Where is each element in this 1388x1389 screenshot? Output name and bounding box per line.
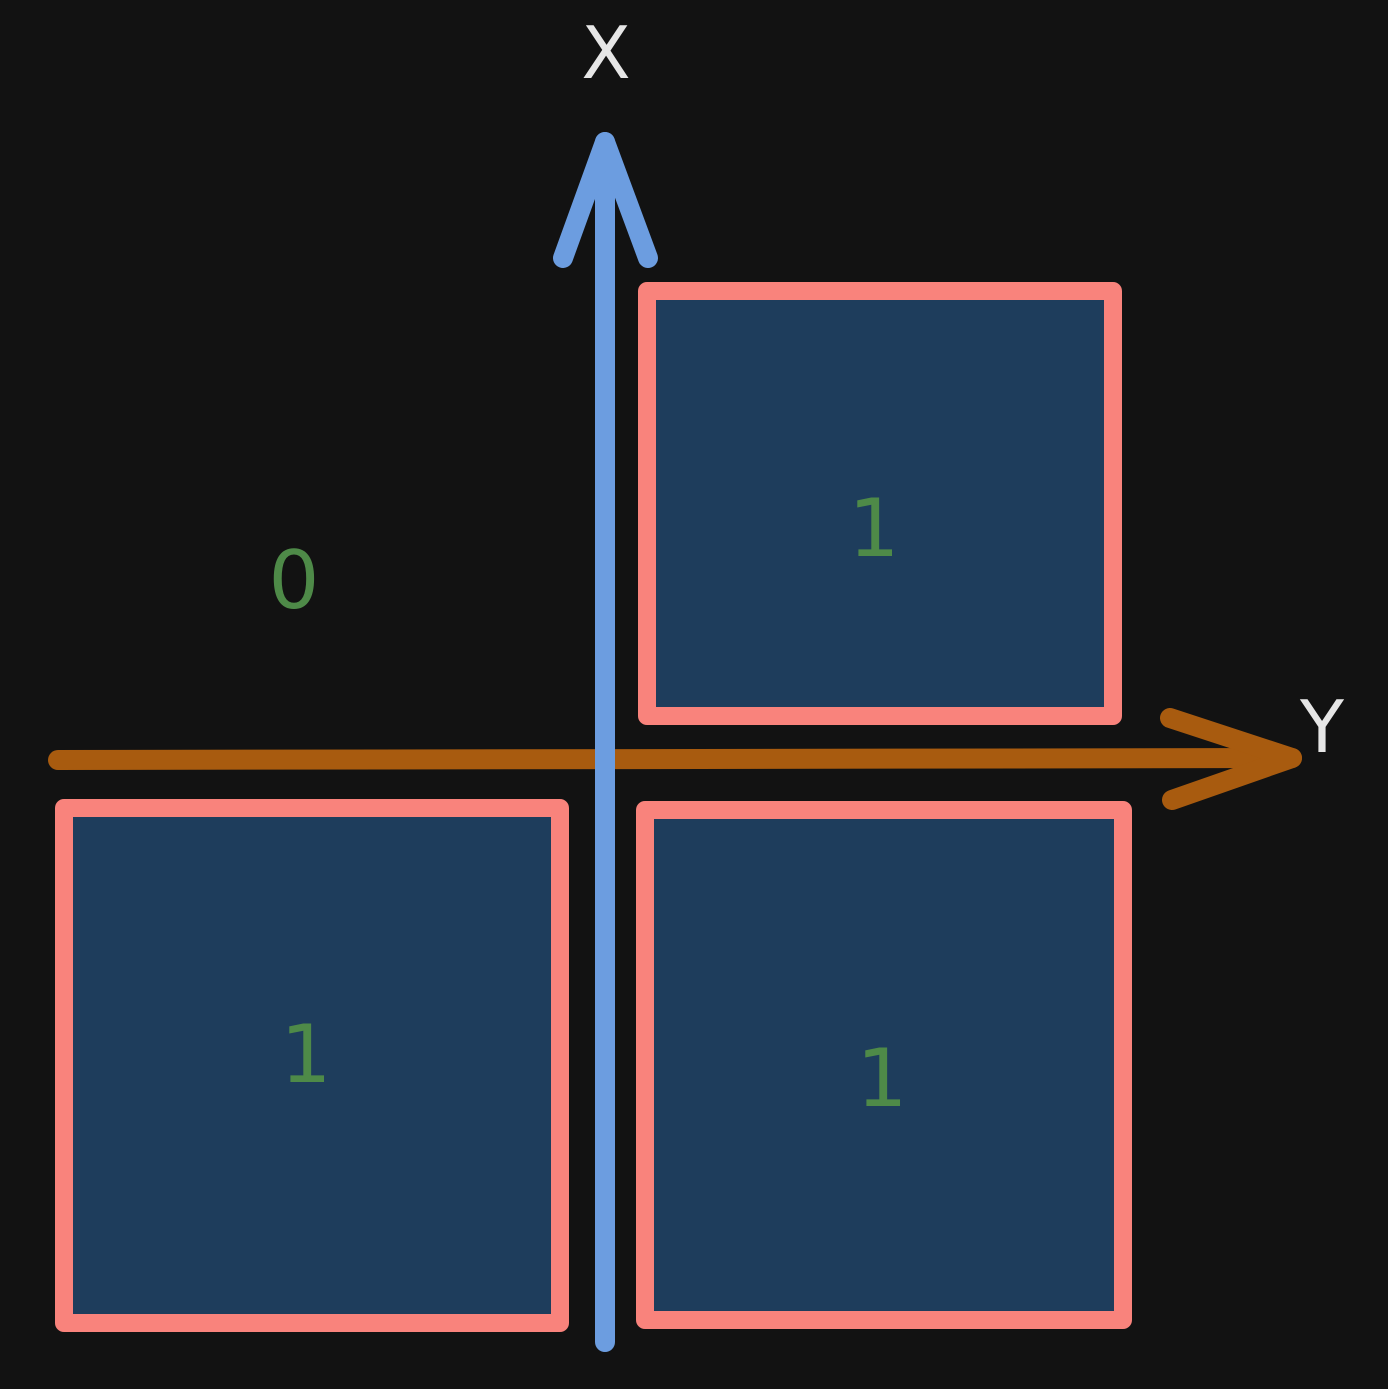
y-axis-label: Y [1299, 685, 1345, 769]
x-axis [553, 132, 658, 1352]
x-axis-arrowhead [553, 132, 658, 268]
region-value-top-left: 0 [269, 534, 320, 627]
box-bottom-left [55, 799, 569, 1332]
y-axis-arrowhead [1160, 708, 1302, 810]
x-axis-label: X [581, 11, 630, 95]
region-value-top-right: 1 [849, 482, 900, 575]
box-bottom-right [636, 801, 1132, 1329]
region-value-bottom-left: 1 [281, 1008, 332, 1101]
box-top-right [638, 282, 1122, 725]
region-value-bottom-right: 1 [857, 1032, 908, 1125]
y-axis [48, 708, 1302, 810]
